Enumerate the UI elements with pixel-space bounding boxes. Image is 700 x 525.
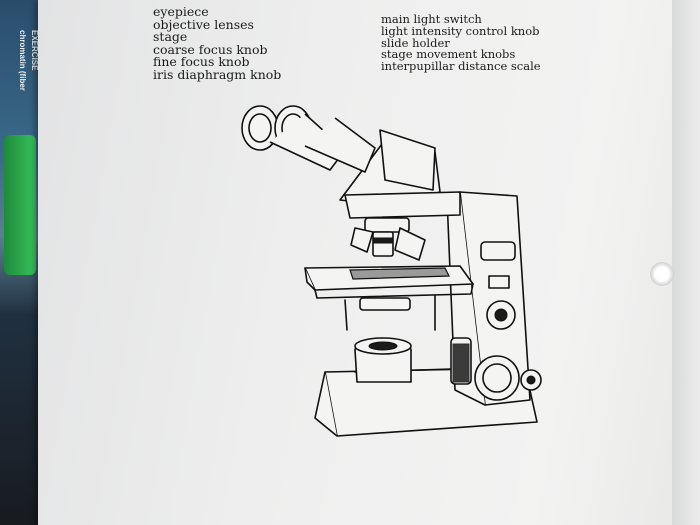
parts-list-right: main light switch light intensity contro… [381,12,541,74]
punch-hole [650,262,674,286]
condenser [354,337,412,383]
focus-knobs [450,337,542,401]
part-label: main light switch [381,12,482,26]
part-label: interpupillar distance scale [381,59,541,74]
part-label: stage [153,29,188,44]
microscope-illustration [241,105,542,437]
part-label: slide holder [381,35,450,50]
part-label: fine focus knob [153,54,250,69]
part-label: coarse focus knob [153,41,268,57]
stage [304,265,474,331]
objective-lenses [344,191,461,261]
part-label: light intensity control knob [381,23,540,38]
part-label: iris diaphragm knob [153,66,282,82]
side-label-line2: chromatin (fiber [18,30,27,91]
green-tab [4,135,36,275]
part-label: objective lenses [153,16,254,32]
adjacent-page [672,0,700,525]
part-label: stage movement knobs [381,47,516,62]
parts-list-left: eyepiece objective lenses stage coarse f… [153,4,282,82]
eyepiece-assembly [241,105,441,206]
worksheet-page [38,0,678,525]
part-label: eyepiece [153,4,209,19]
